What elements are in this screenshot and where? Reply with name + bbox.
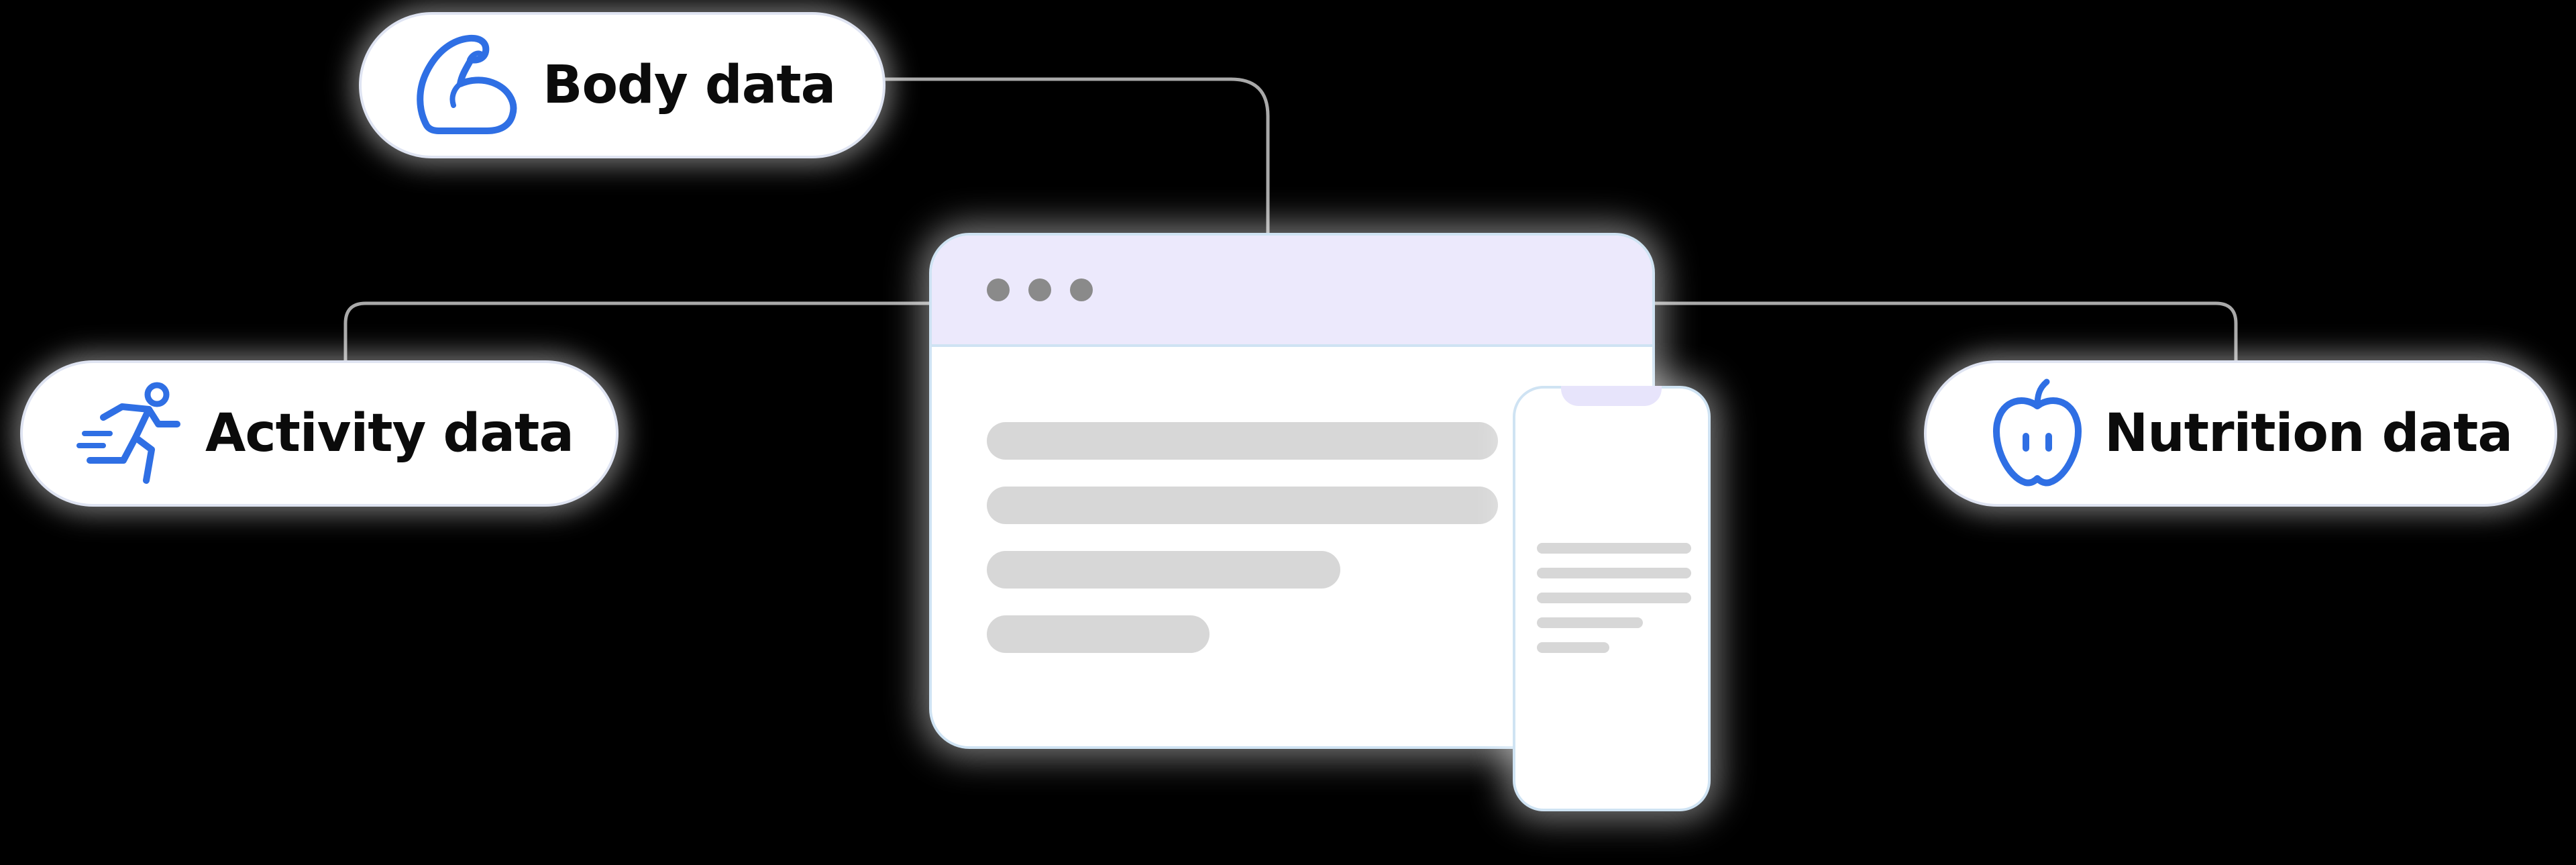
placeholder-line [987, 615, 1210, 653]
running-person-icon [76, 382, 180, 484]
activity-data-label: Activity data [205, 403, 574, 464]
nutrition-data-node: Nutrition data [1924, 360, 2557, 507]
phone-placeholder-line [1537, 617, 1643, 628]
placeholder-line [987, 422, 1498, 460]
browser-title-bar [932, 236, 1652, 347]
activity-data-node: Activity data [20, 360, 619, 507]
window-dot [1028, 278, 1051, 301]
connector-activity [343, 301, 930, 362]
placeholder-line [987, 487, 1498, 524]
body-data-node: Body data [359, 12, 885, 158]
placeholder-line [987, 551, 1340, 589]
body-data-label: Body data [543, 55, 836, 115]
phone-placeholder-line [1537, 593, 1691, 603]
phone-placeholder-line [1537, 543, 1691, 554]
connector-nutrition [1652, 301, 2238, 362]
flexed-bicep-icon [417, 34, 517, 134]
apple-icon [1993, 378, 2082, 487]
window-dot [987, 278, 1010, 301]
window-dot [1070, 278, 1093, 301]
phone-notch [1561, 386, 1662, 406]
phone-placeholder-line [1537, 568, 1691, 578]
nutrition-data-label: Nutrition data [2104, 403, 2513, 464]
connector-body [884, 77, 1270, 235]
phone-placeholder-line [1537, 642, 1609, 653]
phone-mockup [1513, 386, 1711, 811]
